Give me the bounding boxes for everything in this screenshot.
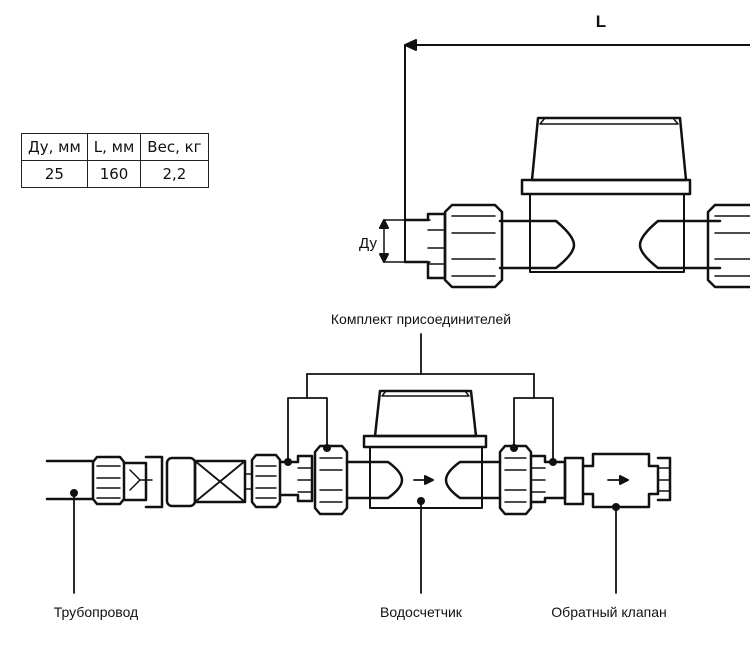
- water-meter-label: Водосчетчик: [380, 604, 463, 620]
- spec-header-length: L, мм: [86, 133, 142, 161]
- spec-table-header-row: Ду, мм L, мм Вес, кг: [21, 133, 209, 161]
- spec-table: Ду, мм L, мм Вес, кг 25 160 2,2: [21, 133, 209, 188]
- spec-value-diameter: 25: [21, 160, 88, 188]
- dimension-du-label: Ду: [359, 235, 377, 252]
- dimension-du: Ду: [359, 219, 431, 263]
- pipeline-label: Трубопровод: [54, 604, 138, 620]
- spec-header-diameter: Ду, мм: [21, 133, 88, 161]
- spec-table-value-row: 25 160 2,2: [21, 160, 209, 188]
- meter-top-view: [403, 116, 750, 289]
- leader-lines: [70, 489, 620, 594]
- pipeline-assembly: [45, 389, 672, 516]
- dimension-l-label: L: [596, 12, 606, 31]
- connectors-kit-label: Комплект присоединителей: [331, 311, 511, 327]
- check-valve-label: Обратный клапан: [551, 604, 666, 620]
- spec-value-weight: 2,2: [140, 160, 209, 188]
- dimension-l: L: [404, 12, 750, 263]
